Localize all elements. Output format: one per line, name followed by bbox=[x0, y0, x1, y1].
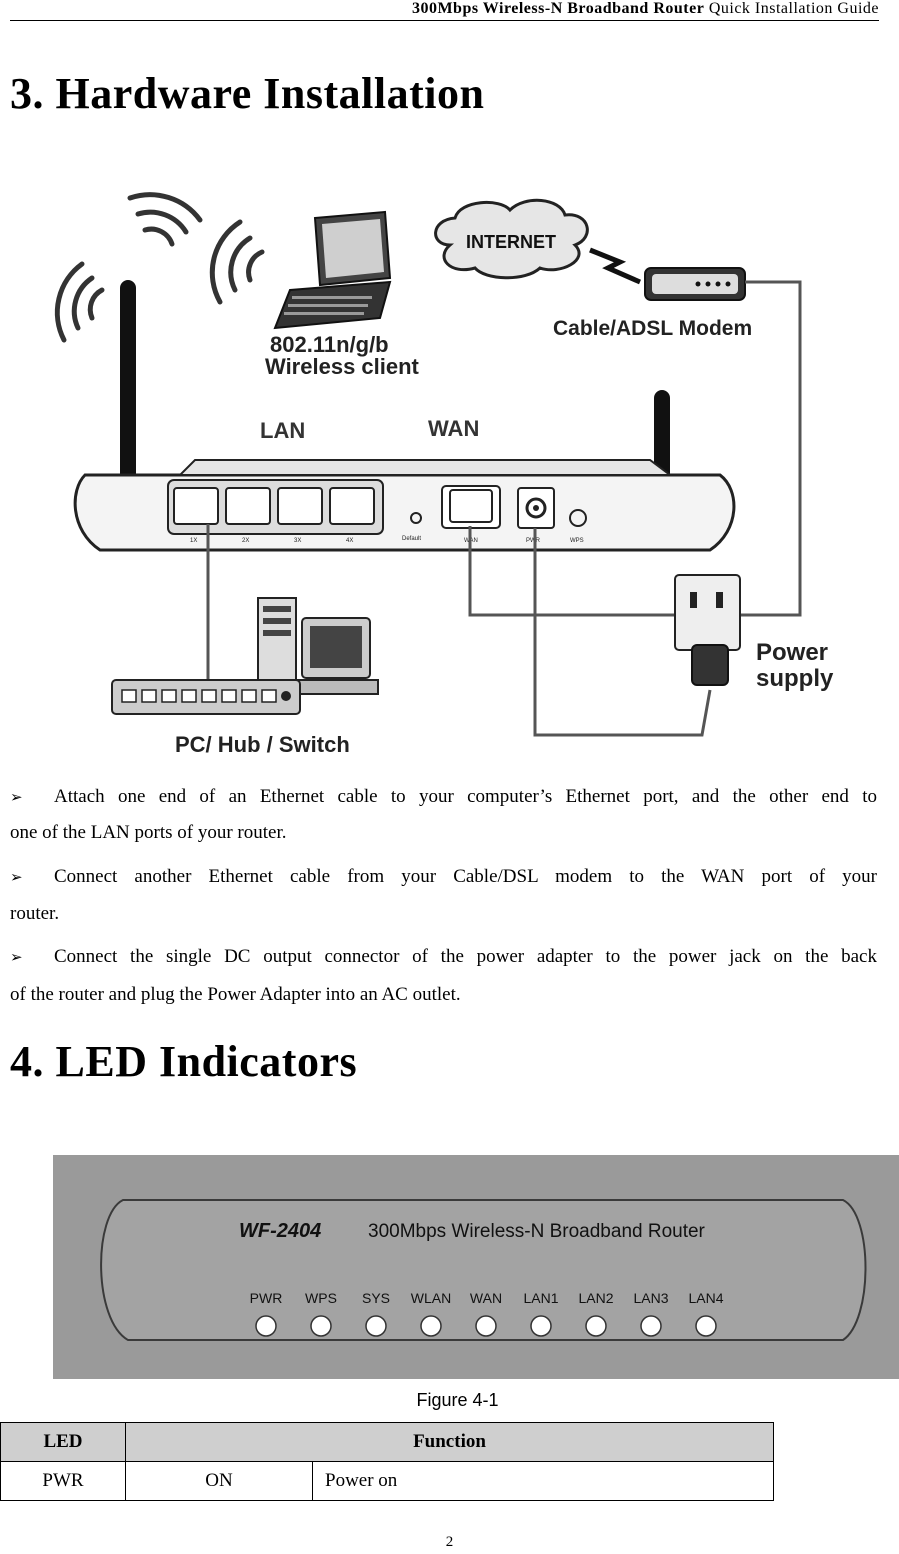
header-rule bbox=[10, 20, 879, 21]
arrow-bullet-icon: ➢ bbox=[10, 948, 23, 966]
cell-description: Power on bbox=[312, 1461, 774, 1501]
led-label-wan: WAN bbox=[470, 1290, 502, 1306]
wps-port-label: WPS bbox=[570, 538, 584, 544]
led-indicator-wlan bbox=[420, 1315, 442, 1337]
wan-label: WAN bbox=[428, 416, 479, 441]
default-label: Default bbox=[402, 536, 421, 542]
laptop-icon bbox=[273, 210, 392, 330]
bullet-3-line-2: of the router and plug the Power Adapter… bbox=[10, 984, 461, 1005]
wireless-signal-icon bbox=[54, 192, 265, 343]
section-4-heading: 4. LED Indicators bbox=[10, 1037, 358, 1086]
cables bbox=[206, 280, 802, 737]
panel-product-label: 300Mbps Wireless-N Broadband Router bbox=[368, 1221, 706, 1242]
port-label-4x: 4X bbox=[346, 538, 353, 544]
col-header-function: Function bbox=[125, 1422, 774, 1462]
led-indicator-lan3 bbox=[640, 1315, 662, 1337]
port-label-3x: 3X bbox=[294, 538, 301, 544]
led-indicator-wan bbox=[475, 1315, 497, 1337]
bullet-1-line-2: one of the LAN ports of your router. bbox=[10, 822, 287, 843]
led-table: LED Function PWR ON Power on bbox=[0, 1422, 774, 1501]
page-number: 2 bbox=[445, 1534, 454, 1550]
monitor-icon bbox=[291, 617, 379, 695]
port-label-2x: 2X bbox=[242, 538, 249, 544]
led-label-pwr: PWR bbox=[250, 1290, 283, 1306]
lan-label: LAN bbox=[260, 418, 305, 443]
pc-hub-switch-label: PC/ Hub / Switch bbox=[175, 732, 350, 757]
bullet-2-line-2: router. bbox=[10, 903, 60, 924]
figure-caption: Figure 4-1 bbox=[416, 1390, 499, 1410]
router-back-panel bbox=[73, 459, 736, 552]
led-indicator-lan2 bbox=[585, 1315, 607, 1337]
modem-icon bbox=[644, 267, 746, 301]
modem-label: Cable/ADSL Modem bbox=[553, 317, 752, 340]
cell-state: ON bbox=[125, 1461, 313, 1501]
bullet-3-line-1: ➢Connect the single DC output connector … bbox=[10, 946, 877, 967]
antenna-left-icon bbox=[120, 280, 136, 495]
table-header-row: LED Function bbox=[0, 1422, 774, 1462]
lightning-icon bbox=[589, 247, 642, 285]
led-label-lan4: LAN4 bbox=[688, 1290, 723, 1306]
section-3-heading: 3. Hardware Installation bbox=[10, 69, 485, 118]
led-label-sys: SYS bbox=[362, 1290, 390, 1306]
arrow-bullet-icon: ➢ bbox=[10, 788, 23, 806]
wireless-client-label-1: 802.11n/g/b bbox=[270, 332, 389, 357]
led-label-lan3: LAN3 bbox=[633, 1290, 668, 1306]
panel-model-label: WF-2404 bbox=[239, 1220, 321, 1242]
pwr-port-label: PWR bbox=[526, 538, 541, 544]
header-title-bold: 300Mbps Wireless-N Broadband Router bbox=[411, 0, 705, 17]
led-label-lan1: LAN1 bbox=[523, 1290, 558, 1306]
led-indicator-pwr bbox=[255, 1315, 277, 1337]
hardware-installation-diagram: 802.11n/g/b Wireless client INTERNET Cab… bbox=[54, 192, 834, 757]
led-label-lan2: LAN2 bbox=[578, 1290, 613, 1306]
page-header: 300Mbps Wireless-N Broadband Router Quic… bbox=[412, 0, 879, 18]
wireless-client-label-2: Wireless client bbox=[265, 354, 420, 379]
led-indicator-lan1 bbox=[530, 1315, 552, 1337]
led-panel-figure: WF-2404 300Mbps Wireless-N Broadband Rou… bbox=[53, 1155, 899, 1379]
switch-icon bbox=[111, 679, 301, 715]
bullet-2-line-1: ➢Connect another Ethernet cable from you… bbox=[10, 866, 877, 887]
led-label-wlan: WLAN bbox=[411, 1290, 451, 1306]
table-row: PWR ON Power on bbox=[0, 1461, 774, 1501]
led-indicator-lan4 bbox=[695, 1315, 717, 1337]
internet-label: INTERNET bbox=[466, 232, 556, 252]
led-indicator-sys bbox=[365, 1315, 387, 1337]
power-outlet-icon bbox=[674, 574, 741, 686]
led-indicator-wps bbox=[310, 1315, 332, 1337]
power-supply-label-1: Power bbox=[756, 639, 828, 666]
bullet-1-line-1: ➢Attach one end of an Ethernet cable to … bbox=[10, 786, 877, 807]
col-header-led: LED bbox=[0, 1422, 126, 1462]
led-label-wps: WPS bbox=[305, 1290, 337, 1306]
arrow-bullet-icon: ➢ bbox=[10, 868, 23, 886]
power-supply-label-2: supply bbox=[756, 665, 834, 692]
header-title-rest: Quick Installation Guide bbox=[708, 0, 879, 17]
internet-cloud-icon bbox=[434, 198, 589, 280]
port-label-1x: 1X bbox=[190, 538, 197, 544]
cell-led: PWR bbox=[0, 1461, 126, 1501]
